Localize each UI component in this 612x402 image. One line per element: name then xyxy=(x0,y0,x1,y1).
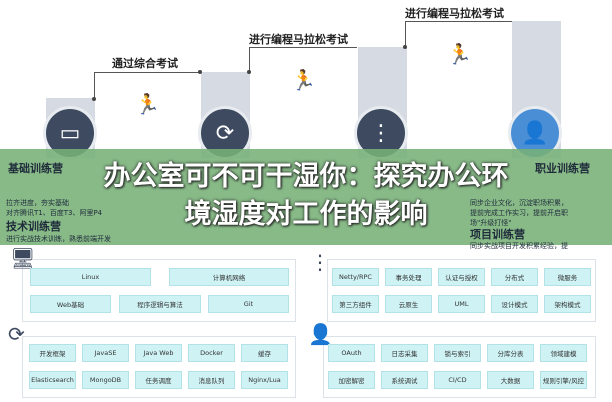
step-2-heading: 技术训练营 xyxy=(6,220,61,233)
arrow-line xyxy=(94,72,200,99)
step-1-arrow-label: 通过综合考试 xyxy=(112,57,178,70)
runner-icon: 🏃 xyxy=(135,92,160,116)
skill-tag: 大数据 xyxy=(487,371,534,389)
skill-tag: Docker xyxy=(188,344,235,362)
skill-tag: 认证与授权 xyxy=(438,268,485,286)
desc-line: 对齐腾讯T1、百度T3、阿里P4 xyxy=(6,209,103,217)
cycle-icon: ⟳ xyxy=(8,322,25,346)
desc-line: 场"升级打怪" xyxy=(470,219,512,227)
professional-user-icon: 👤 xyxy=(308,322,333,346)
skill-tag: CI/CD xyxy=(434,371,481,389)
skill-tag: Elasticsearch xyxy=(29,371,76,389)
step-3-arrow-label: 进行编程马拉松考试 xyxy=(405,7,504,20)
skill-tag: MongoDB xyxy=(82,371,129,389)
skill-tag: 程序逻辑与算法 xyxy=(119,295,201,313)
arrow-dot xyxy=(403,45,407,49)
skill-tag: Linux xyxy=(30,268,151,286)
skill-tag: 微服务 xyxy=(544,268,591,286)
skill-tag: 开发框架 xyxy=(29,344,76,362)
skill-tag: Java Web xyxy=(135,344,182,362)
skill-tag: 第三方组件 xyxy=(332,295,379,313)
step-2-arrow-label: 进行编程马拉松考试 xyxy=(249,33,348,46)
step-3-heading: 项目训练营 xyxy=(470,228,525,241)
monitor-icon: 🖥 xyxy=(10,246,36,270)
title-band xyxy=(0,149,612,245)
skill-tag: 消息队列 xyxy=(188,371,235,389)
skill-tag: Netty/RPC xyxy=(332,268,379,286)
skill-tag: 事务处理 xyxy=(385,268,432,286)
skill-tag: 分库分表 xyxy=(487,344,534,362)
skill-tag: Nginx/Lua xyxy=(241,371,288,389)
skill-tag: 云原生 xyxy=(385,295,432,313)
arrow-line xyxy=(405,21,512,47)
skill-tag: Git xyxy=(208,295,289,313)
overlay-title: 办公室可不可干湿你：探究办公环境湿度对工作的影响 xyxy=(0,158,612,234)
skill-tag: 加密解密 xyxy=(328,371,375,389)
desc-line: 进行实战技术训练，熟悉前端开发 xyxy=(6,235,111,243)
arrow-dot xyxy=(198,70,202,74)
skill-tag: 架构模式 xyxy=(544,295,591,313)
skill-tag: 分布式 xyxy=(491,268,538,286)
title-line: 办公室可不可干湿你：探究办公环 xyxy=(103,161,509,192)
skill-tag: UML xyxy=(438,295,485,313)
desc-line: 同步企业文化，沉淀职场积累， xyxy=(470,199,568,207)
desc-line: 拉齐进度，夯实基础 xyxy=(6,199,69,207)
skill-tag: JavaSE xyxy=(82,344,129,362)
skill-tag: 设计模式 xyxy=(491,295,538,313)
skill-tag: Web基础 xyxy=(30,295,111,313)
step-1-heading: 基础训练营 xyxy=(8,162,63,175)
runner-icon: 🏃 xyxy=(447,42,472,66)
skill-tag: 计算机网络 xyxy=(169,268,289,286)
runner-icon: 🏃 xyxy=(291,68,316,92)
desc-line: 提前完成工作实习，提前开启职 xyxy=(470,209,568,217)
skill-tag: 日志采集 xyxy=(381,344,428,362)
skill-tag: 系统调试 xyxy=(381,371,428,389)
skill-tag: 领域建模 xyxy=(540,344,587,362)
skill-tag: 锁与索引 xyxy=(434,344,481,362)
skill-tag: 规则引擎/风控 xyxy=(540,371,587,389)
desc-line: 同步实战项目开发积累经验，提 xyxy=(470,242,568,250)
arrow-line xyxy=(249,47,357,72)
arrow-dot xyxy=(247,70,251,74)
skill-tag: 任务调度 xyxy=(135,371,182,389)
arrow-dot xyxy=(92,97,96,101)
skill-tag: 缓存 xyxy=(241,344,288,362)
architecture-icon: ⋮ xyxy=(310,250,330,274)
step-4-heading: 职业训练营 xyxy=(535,162,590,175)
title-line: 境湿度对工作的影响 xyxy=(184,199,428,230)
skill-tag: OAuth xyxy=(328,344,375,362)
